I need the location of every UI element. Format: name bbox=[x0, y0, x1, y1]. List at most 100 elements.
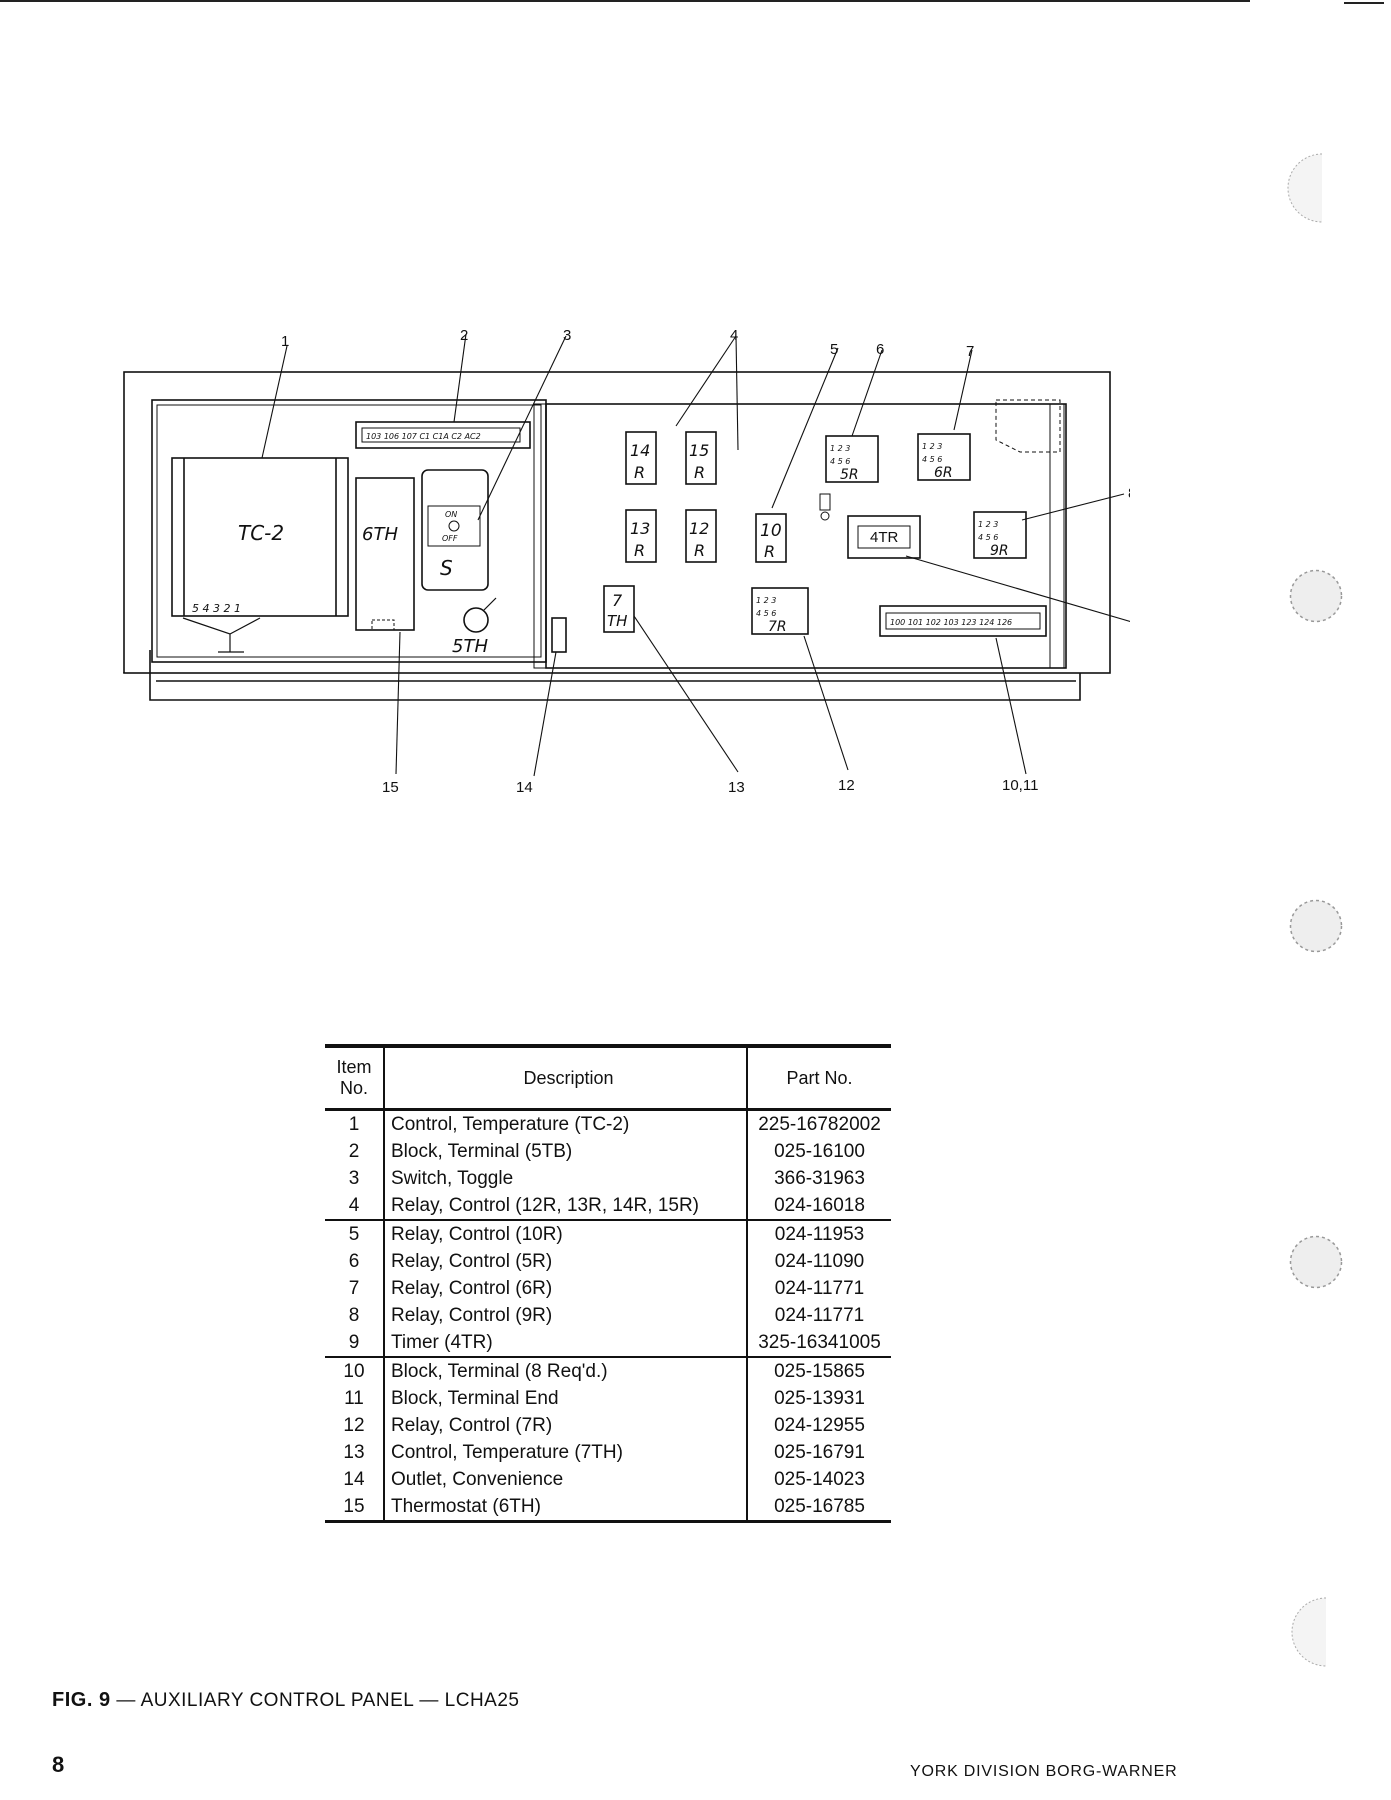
toggle-switch bbox=[421, 469, 489, 591]
thermostat-6th bbox=[355, 477, 415, 631]
panel-base bbox=[149, 650, 1081, 701]
punch-hole-4 bbox=[1289, 1235, 1343, 1289]
table-row: 9 Timer (4TR)325-16341005 bbox=[325, 1329, 891, 1357]
description-cell: Relay, Control (7R) bbox=[383, 1412, 747, 1439]
relay-6r-pins-bottom: 4 5 6 bbox=[922, 455, 942, 464]
relay-15r-number: 15 bbox=[689, 441, 709, 460]
item-no-cell: 14 bbox=[343, 1469, 365, 1490]
part-no-cell: 025-15865 bbox=[746, 1356, 891, 1385]
item-no-cell: 9 bbox=[348, 1332, 360, 1353]
callout-3: 3 bbox=[563, 327, 571, 344]
switch-off-label: OFF bbox=[442, 534, 458, 543]
relay-10r-number: 10 bbox=[760, 521, 782, 541]
callout-4: 4 bbox=[730, 327, 738, 344]
description-cell: Timer (4TR) bbox=[383, 1329, 747, 1357]
part-no-cell: 366-31963 bbox=[746, 1165, 891, 1192]
callout-15: 15 bbox=[382, 779, 399, 796]
callout-8: 8 bbox=[1128, 485, 1130, 502]
relay-12r-letter: R bbox=[694, 541, 705, 560]
callout-1: 1 bbox=[281, 333, 289, 350]
item-no-cell: 8 bbox=[348, 1305, 360, 1326]
tc2-temperature-control bbox=[171, 457, 349, 617]
item-no-cell: 11 bbox=[344, 1388, 364, 1409]
part-no-cell: 325-16341005 bbox=[746, 1329, 891, 1357]
description-cell: Relay, Control (6R) bbox=[383, 1275, 747, 1302]
company-name: YORK DIVISION BORG-WARNER bbox=[910, 1763, 1178, 1780]
relay-6r-label: 6R bbox=[934, 465, 953, 481]
timer-4tr bbox=[847, 515, 921, 559]
part-no-cell: 024-16018 bbox=[746, 1192, 891, 1220]
switch-on-label: ON bbox=[445, 510, 457, 519]
tc2-terminals: 5 4 3 2 1 bbox=[192, 602, 241, 615]
thermostat-6th-label: 6TH bbox=[362, 524, 398, 545]
callout-13: 13 bbox=[728, 779, 745, 796]
terminal-block-5tb bbox=[355, 421, 531, 449]
top-rule-right bbox=[1344, 2, 1384, 4]
part-no-cell: 025-16791 bbox=[746, 1439, 891, 1466]
part-no-cell: 024-11090 bbox=[746, 1248, 891, 1275]
description-cell: Control, Temperature (7TH) bbox=[383, 1439, 747, 1466]
relay-9r bbox=[973, 511, 1027, 559]
description-cell: Relay, Control (5R) bbox=[383, 1248, 747, 1275]
part-no-cell: 225-16782002 bbox=[746, 1109, 891, 1138]
relay-7r bbox=[751, 587, 809, 635]
relay-13r bbox=[625, 509, 657, 563]
relay-6r bbox=[917, 433, 971, 481]
relay-7r-label: 7R bbox=[768, 619, 787, 635]
callout-12: 12 bbox=[838, 777, 855, 794]
relay-13r-number: 13 bbox=[630, 519, 650, 538]
relay-5r-pins-bottom: 4 5 6 bbox=[830, 457, 850, 466]
relay-7r-pins-top: 1 2 3 bbox=[756, 596, 776, 605]
callout-6: 6 bbox=[876, 341, 884, 358]
panel-enclosure bbox=[123, 371, 1111, 674]
timer-4tr-label: 4TR bbox=[870, 529, 899, 546]
table-row: 13 Control, Temperature (7TH)025-16791 bbox=[325, 1439, 891, 1466]
punch-hole-5 bbox=[1291, 1597, 1327, 1667]
relay-5r-label: 5R bbox=[840, 467, 859, 483]
control-panel-diagram: TC-2 5 4 3 2 1 103 106 107 C1 C1A C2 AC2… bbox=[123, 327, 1130, 796]
callout-7: 7 bbox=[966, 343, 974, 360]
relay-14r-number: 14 bbox=[630, 441, 650, 460]
part-no-cell: 025-13931 bbox=[746, 1385, 891, 1412]
convenience-outlet bbox=[551, 617, 567, 653]
callout-14: 14 bbox=[516, 779, 533, 796]
item-no-cell: 15 bbox=[343, 1496, 365, 1517]
figure-title: — AUXILIARY CONTROL PANEL — LCHA25 bbox=[110, 1690, 520, 1711]
item-no-cell: 13 bbox=[343, 1442, 365, 1463]
temp-7th-letters: TH bbox=[607, 612, 627, 630]
item-no-cell: 10 bbox=[325, 1356, 384, 1385]
item-no-cell: 6 bbox=[348, 1251, 360, 1272]
temperature-control-7th bbox=[603, 585, 635, 633]
part-no-cell: 024-11771 bbox=[746, 1275, 891, 1302]
relay-15r-letter: R bbox=[694, 463, 705, 482]
top-rule bbox=[0, 0, 1250, 2]
item-no-cell: 3 bbox=[348, 1168, 360, 1189]
page-number: 8 bbox=[52, 1752, 65, 1777]
callout-2: 2 bbox=[460, 327, 468, 344]
description-cell: Block, Terminal (5TB) bbox=[383, 1138, 747, 1165]
relay-5r-pins-top: 1 2 3 bbox=[830, 444, 850, 453]
part-no-cell: 025-16785 bbox=[746, 1493, 891, 1522]
header-part-no: Part No. bbox=[746, 1046, 891, 1111]
figure-number: FIG. 9 bbox=[52, 1689, 111, 1711]
item-no-cell: 2 bbox=[348, 1141, 360, 1162]
relay-12r bbox=[685, 509, 717, 563]
relay-10r-letter: R bbox=[764, 542, 775, 561]
item-no-cell: 12 bbox=[343, 1415, 365, 1436]
description-cell: Relay, Control (9R) bbox=[383, 1302, 747, 1329]
table-row: 6 Relay, Control (5R)024-11090 bbox=[325, 1248, 891, 1275]
description-cell: Relay, Control (12R, 13R, 14R, 15R) bbox=[383, 1192, 747, 1220]
thermostat-5th-label: 5TH bbox=[452, 636, 488, 657]
relay-9r-pins-top: 1 2 3 bbox=[978, 520, 998, 529]
relay-15r bbox=[685, 431, 717, 485]
description-cell: Switch, Toggle bbox=[383, 1165, 747, 1192]
description-cell: Control, Temperature (TC-2) bbox=[383, 1109, 747, 1138]
